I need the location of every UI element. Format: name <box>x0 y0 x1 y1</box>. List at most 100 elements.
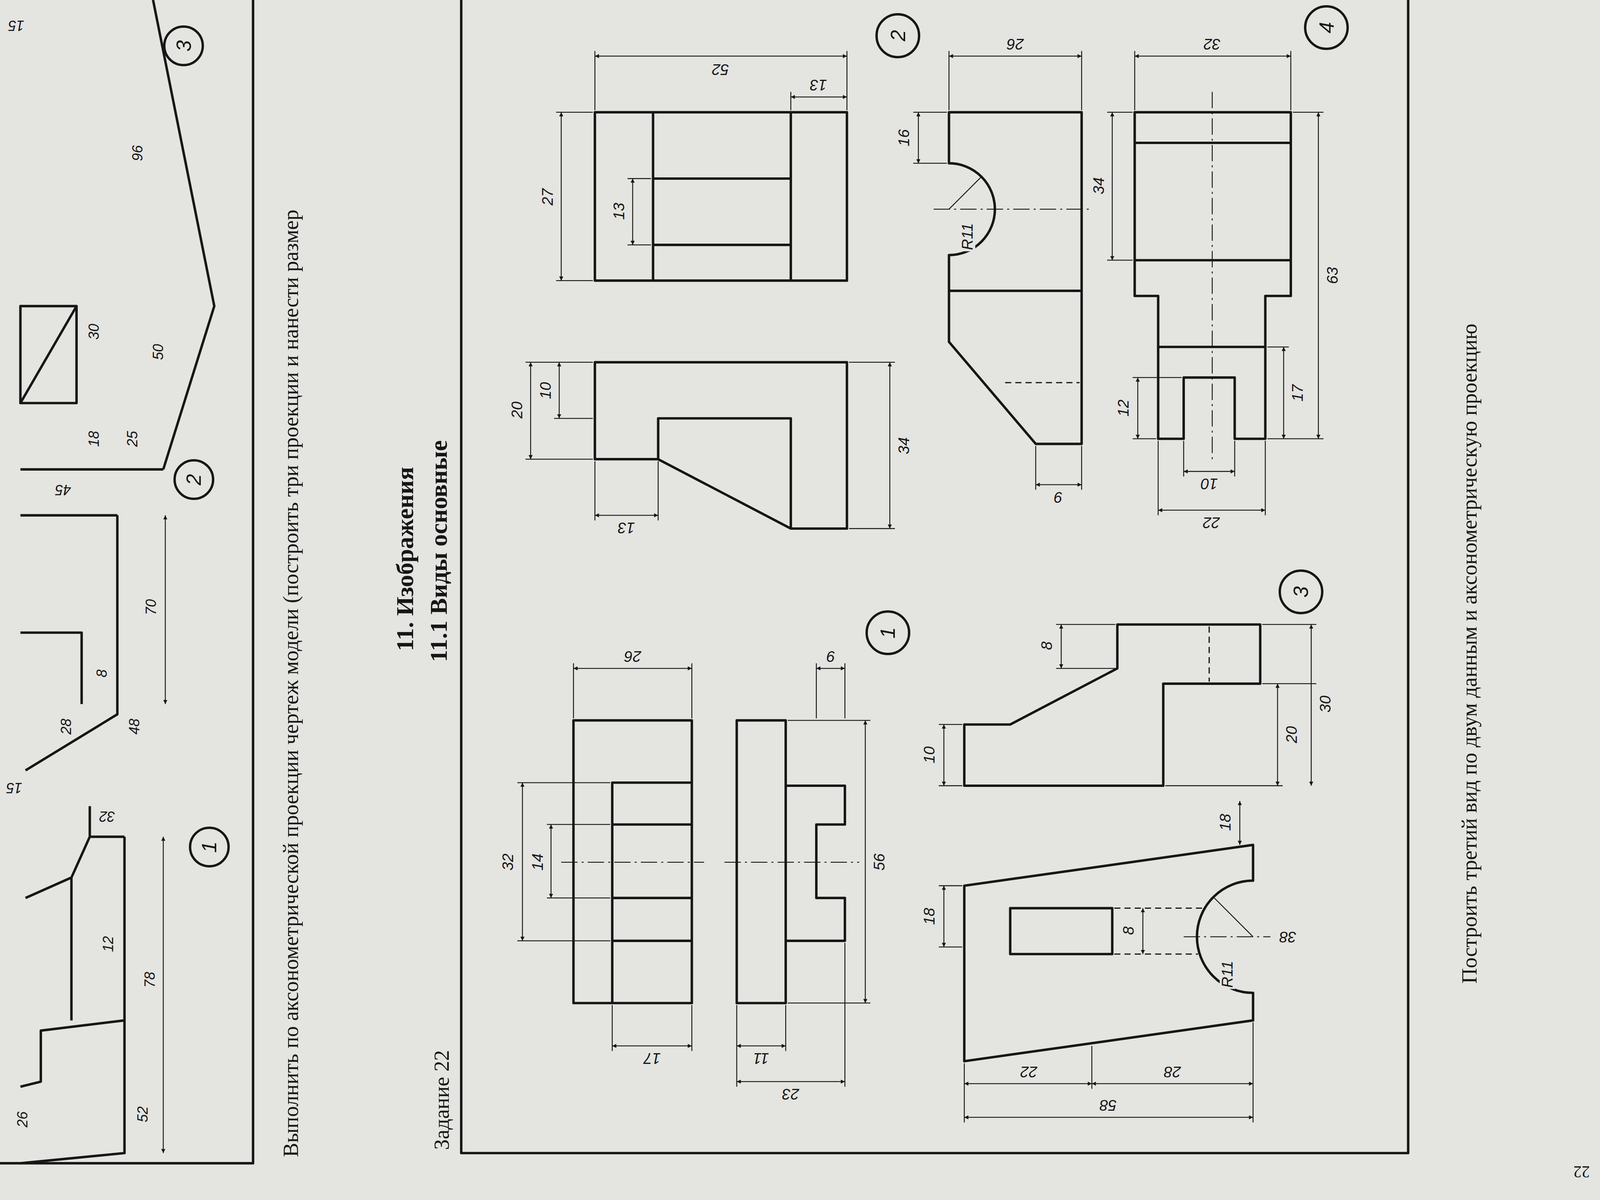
figure-number-circle: 3 <box>163 25 204 67</box>
hidden-line <box>1114 908 1204 955</box>
dimension-line <box>1276 683 1278 786</box>
dimension-value: 11 <box>751 1050 771 1066</box>
dimension-line <box>632 178 633 245</box>
dimension-value: 28 <box>1162 1063 1183 1080</box>
figure-number: 3 <box>1290 586 1312 598</box>
dimension-line <box>736 1045 786 1047</box>
dimension-value: 17 <box>1290 382 1306 403</box>
dimension-value: 12 <box>1115 398 1132 418</box>
isometric-model-2 <box>20 515 118 771</box>
dimension-line <box>1111 112 1113 261</box>
figure-number: 2 <box>183 473 204 486</box>
dimension-line <box>943 724 945 786</box>
figure-number: 1 <box>877 626 898 639</box>
isometric-sketches <box>20 0 215 1164</box>
dimension-value: 9 <box>825 648 837 664</box>
dimension-value: 12 <box>101 934 116 954</box>
dimension-value: 50 <box>151 342 166 362</box>
dimension-value: 56 <box>871 852 888 872</box>
dimension-value: 32 <box>500 852 516 872</box>
dimension-value: 52 <box>135 1105 150 1124</box>
task-number: Задание 22 <box>430 1048 453 1152</box>
dimension-line <box>521 782 523 941</box>
dimension-value: 45 <box>53 482 73 497</box>
center-line <box>933 208 1093 210</box>
dimension-line <box>594 55 847 57</box>
view-outline <box>594 362 847 529</box>
dimension-value: 8 <box>1121 925 1137 936</box>
view-edge <box>1134 142 1291 347</box>
dimension-value: 9 <box>1052 489 1064 505</box>
dimension-line <box>1158 509 1266 511</box>
dimension-line <box>1137 377 1139 439</box>
view-outline <box>736 720 846 1003</box>
dimension-value: 18 <box>921 906 938 926</box>
page-frame <box>461 0 1408 1154</box>
dimension-line <box>550 824 552 899</box>
center-line <box>1211 91 1213 460</box>
dimension-value: 13 <box>611 201 628 222</box>
task-instruction: Выполнить по аксонометрической проекции … <box>280 208 302 1159</box>
view-outline <box>948 112 1082 445</box>
dimension-line <box>1317 112 1319 439</box>
figure-number-circle: 1 <box>865 610 911 656</box>
dimension-value: R11 <box>959 221 975 252</box>
dimension-value: 20 <box>509 400 525 420</box>
dimension-value: 25 <box>125 429 140 449</box>
dimension-line <box>1091 1083 1253 1085</box>
dimension-line <box>1183 471 1235 472</box>
page-number: 22 <box>1572 1163 1591 1180</box>
dimension-value: 32 <box>1202 36 1222 52</box>
dimension-value: 15 <box>5 780 24 795</box>
figure-number-circle: 1 <box>188 826 230 868</box>
dimension-value: 13 <box>616 519 637 536</box>
dimension-value: 96 <box>130 144 145 163</box>
view-edge <box>612 782 693 1003</box>
dimension-value: 8 <box>1039 640 1055 652</box>
dimension-line <box>964 1083 1092 1085</box>
figure-number: 4 <box>1316 21 1337 34</box>
dimension-line <box>162 836 164 1154</box>
dimension-lines <box>163 55 1319 1153</box>
task-instruction: Построить третий вид по двум данным и ак… <box>1458 322 1481 985</box>
dimension-line <box>917 112 919 164</box>
dimension-value: 30 <box>1317 694 1334 714</box>
dimension-value: 48 <box>127 717 142 736</box>
dimension-value: 13 <box>808 76 829 93</box>
dimension-value: R11 <box>1219 959 1236 990</box>
dimension-line <box>594 514 658 516</box>
figure-number-circle: 2 <box>875 13 921 58</box>
dimension-line <box>1142 908 1144 955</box>
isometric-model-3 <box>20 0 215 470</box>
dimension-value: 22 <box>1201 514 1222 531</box>
view-outline <box>1134 112 1291 439</box>
dimension-value: 10 <box>1199 475 1220 492</box>
dimension-value: 15 <box>7 18 26 33</box>
extension-lines <box>938 624 1317 1123</box>
figure-3-views <box>938 624 1317 1123</box>
center-line <box>561 861 860 863</box>
dimension-value: 14 <box>530 852 546 872</box>
dimension-line <box>560 112 562 281</box>
dimension-value: 34 <box>896 436 912 456</box>
dimension-value: 78 <box>142 970 158 989</box>
dimension-line <box>1310 624 1312 786</box>
figure-number: 2 <box>887 30 908 42</box>
dimension-line <box>558 362 560 419</box>
view-edge <box>948 289 1082 293</box>
dimension-line <box>573 667 692 669</box>
section-heading: 11.1 Виды основные <box>426 438 452 664</box>
extension-lines <box>517 663 871 1087</box>
view-edge <box>658 418 791 529</box>
upper-frame <box>0 0 254 1164</box>
view-outline <box>964 624 1261 786</box>
dimension-value: 26 <box>15 1110 30 1129</box>
figure-number: 1 <box>198 841 220 853</box>
dimension-value: 20 <box>1284 725 1300 745</box>
figure-number-circle: 4 <box>1303 5 1349 50</box>
dimension-line <box>164 515 166 705</box>
radius-leader <box>948 176 982 210</box>
dimension-line <box>1134 55 1291 57</box>
dimension-value: 26 <box>623 648 643 664</box>
